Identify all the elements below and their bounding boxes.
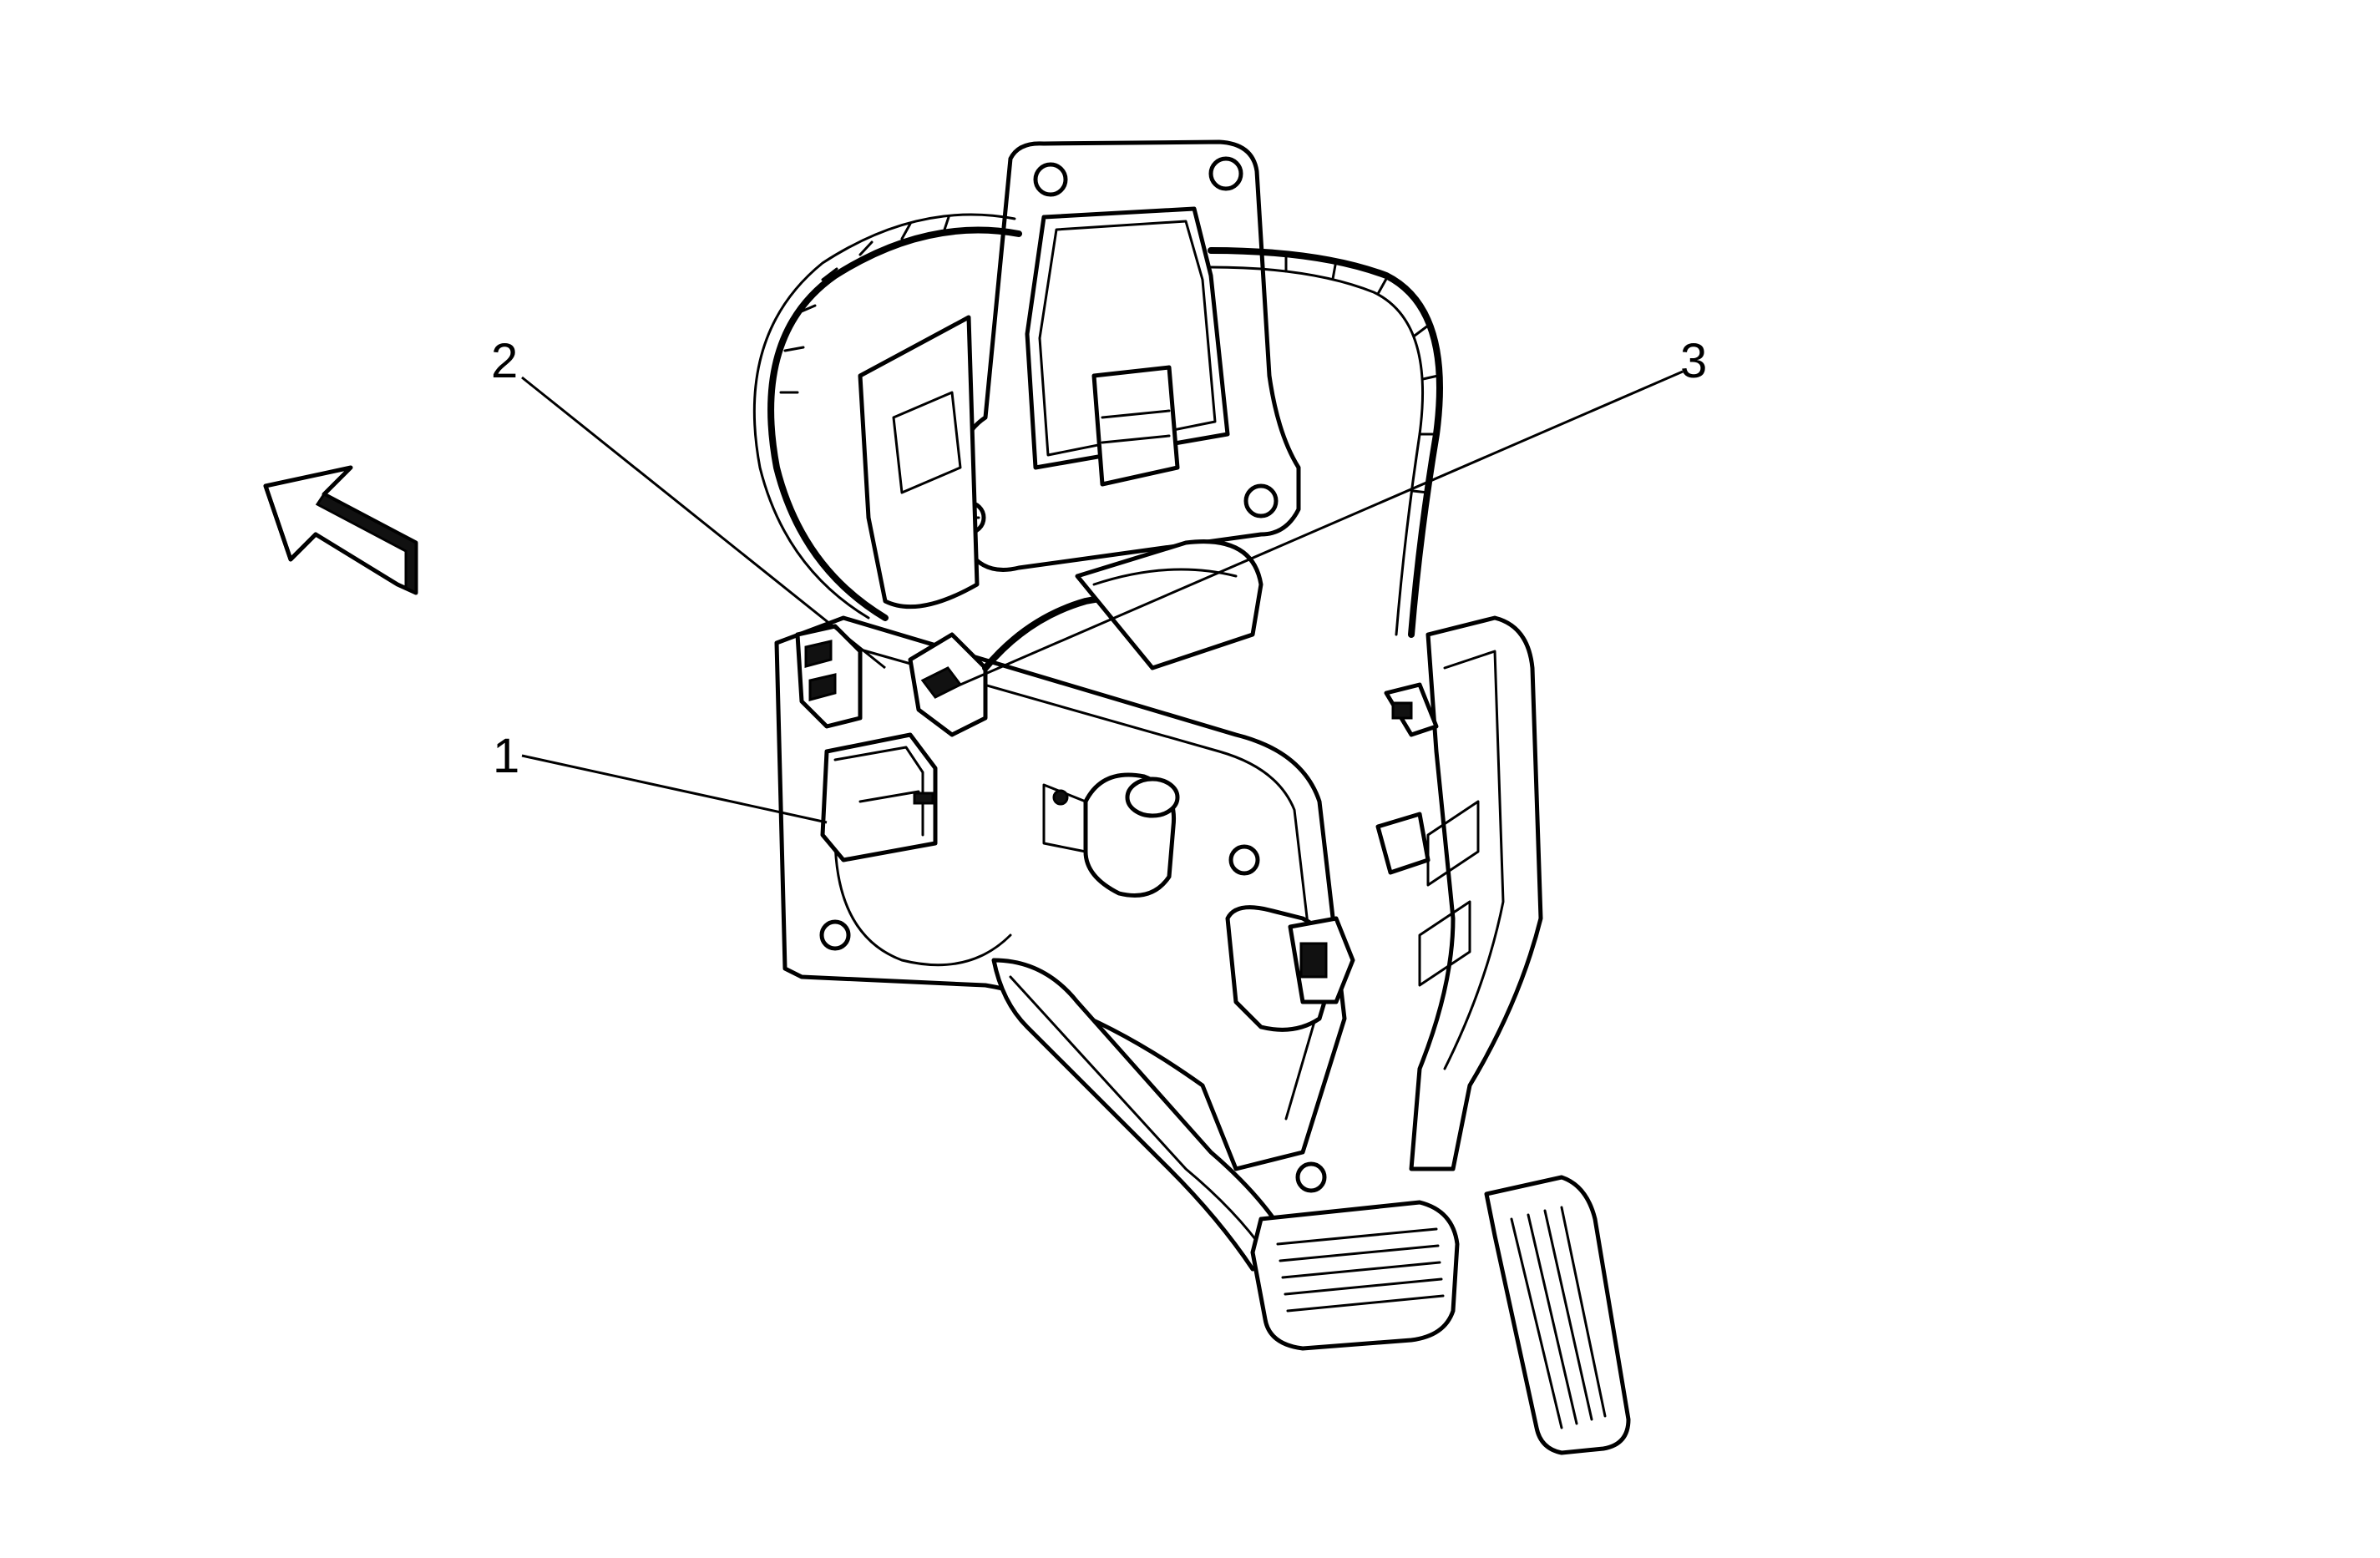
leader-3 <box>960 370 1684 686</box>
connector-1 <box>820 732 938 862</box>
callout-labels: 1 2 3 <box>491 334 1707 783</box>
mounting-bracket <box>951 139 1301 572</box>
direction-arrow-icon <box>263 465 418 595</box>
callout-label-3: 3 <box>1680 334 1707 388</box>
accelerator-pedal <box>1409 615 1631 1455</box>
harness-connector-right <box>1375 682 1439 875</box>
leader-1 <box>521 754 828 824</box>
brake-pedal <box>991 958 1460 1351</box>
pedal-position-sensor <box>1225 905 1355 1032</box>
wiring-harness-right <box>1208 247 1443 638</box>
leader-2 <box>521 376 886 670</box>
callout-leaders <box>521 370 1684 824</box>
callout-label-2: 2 <box>491 334 518 388</box>
support-plate <box>858 315 1180 610</box>
brake-switch <box>1042 772 1180 898</box>
wiring-harness-left <box>752 213 1022 621</box>
connector-2 <box>795 624 863 729</box>
callout-label-1: 1 <box>493 729 519 783</box>
